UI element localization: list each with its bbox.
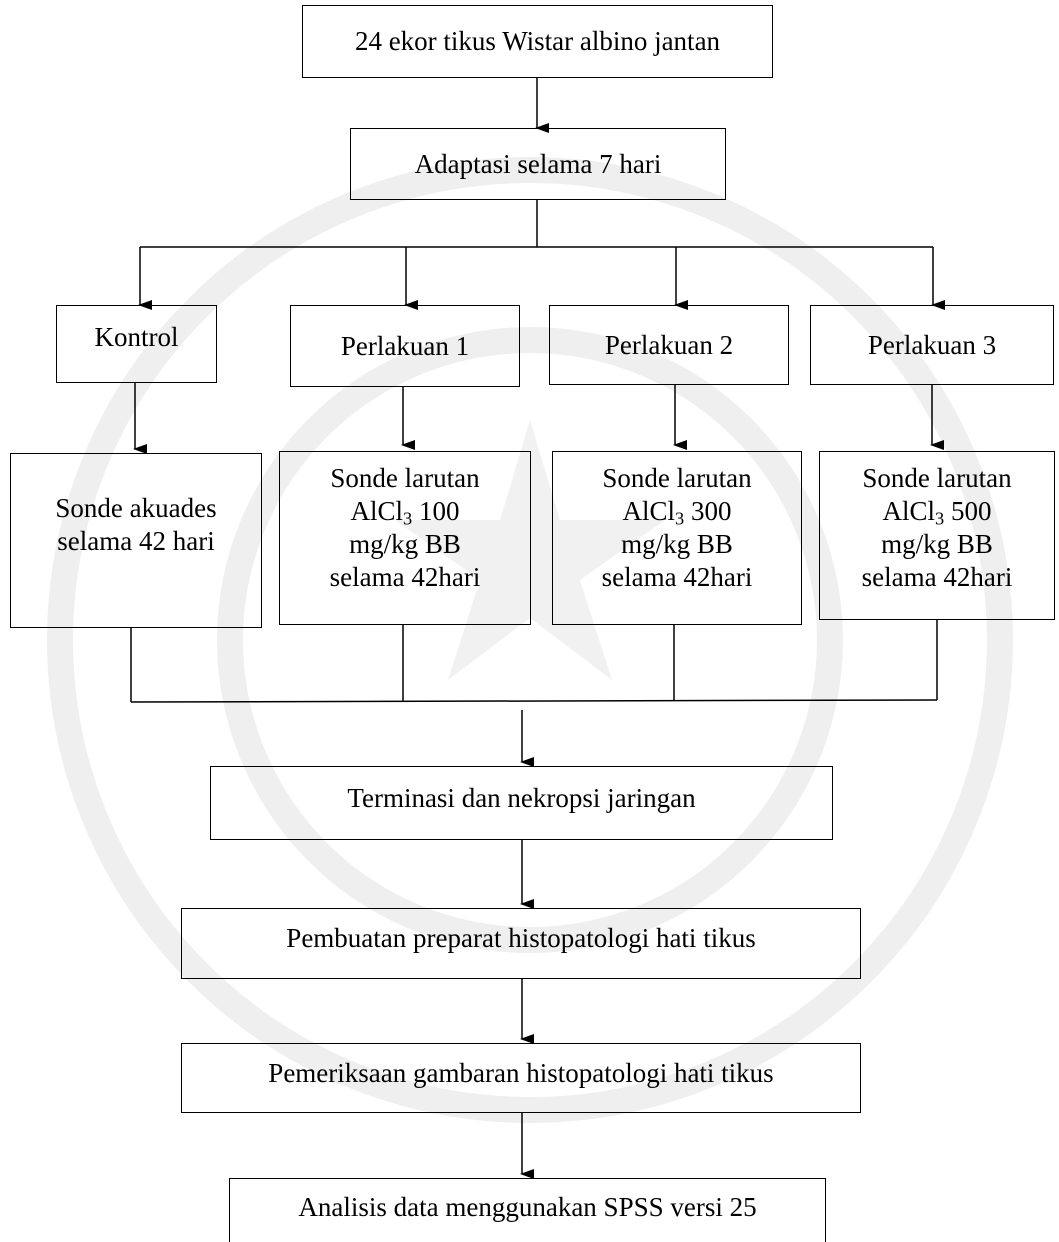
node-pemeriksaan-text: Pemeriksaan gambaran histopatologi hati …	[268, 1057, 774, 1088]
node-perlakuan1-text: Perlakuan 1	[340, 330, 470, 361]
sonde-p3-line3: mg/kg BB	[881, 529, 993, 559]
node-pembuatan: Pembuatan preparat histopatologi hati ti…	[181, 908, 861, 979]
node-analisis-text: Analisis data menggunakan SPSS versi 25	[298, 1191, 757, 1222]
node-pemeriksaan: Pemeriksaan gambaran histopatologi hati …	[181, 1043, 861, 1113]
node-perlakuan2: Perlakuan 2	[549, 305, 789, 385]
node-adaptasi-text: Adaptasi selama 7 hari	[414, 148, 662, 179]
node-sonde-p1: Sonde larutan AlCl3 100 mg/kg BB selama …	[279, 451, 531, 625]
sonde-p1-line2: AlCl3 100	[350, 496, 460, 529]
sonde-kontrol-line2: selama 42 hari	[57, 526, 215, 556]
node-pembuatan-text: Pembuatan preparat histopatologi hati ti…	[286, 923, 756, 953]
merge-horizontal	[130, 699, 938, 703]
node-analisis: Analisis data menggunakan SPSS versi 25	[229, 1178, 826, 1242]
node-perlakuan1: Perlakuan 1	[290, 305, 520, 387]
sonde-kontrol-line1: Sonde akuades	[55, 493, 217, 523]
node-kontrol-text: Kontrol	[94, 321, 179, 352]
sonde-p2-line1: Sonde larutan	[602, 463, 752, 493]
sonde-p2-line3: mg/kg BB	[621, 529, 733, 559]
node-start-text: 24 ekor tikus Wistar albino jantan	[354, 26, 721, 56]
sonde-p2-line2: AlCl3 300	[622, 496, 732, 529]
sonde-p3-line4: selama 42hari	[861, 562, 1013, 592]
sonde-p3-line1: Sonde larutan	[862, 463, 1012, 493]
node-terminasi: Terminasi dan nekropsi jaringan	[210, 766, 833, 840]
node-perlakuan2-text: Perlakuan 2	[604, 329, 734, 360]
node-terminasi-text: Terminasi dan nekropsi jaringan	[347, 782, 696, 813]
sonde-p1-line4: selama 42hari	[329, 562, 481, 592]
node-start: 24 ekor tikus Wistar albino jantan	[302, 5, 773, 78]
node-adaptasi: Adaptasi selama 7 hari	[350, 128, 726, 200]
sonde-p1-line3: mg/kg BB	[349, 529, 461, 559]
node-sonde-p2: Sonde larutan AlCl3 300 mg/kg BB selama …	[552, 451, 802, 625]
sonde-p3-line2: AlCl3 500	[882, 496, 992, 529]
node-kontrol: Kontrol	[56, 305, 217, 383]
node-perlakuan3: Perlakuan 3	[810, 305, 1054, 385]
node-sonde-p3: Sonde larutan AlCl3 500 mg/kg BB selama …	[819, 451, 1055, 620]
sonde-p2-line4: selama 42hari	[601, 562, 753, 592]
node-perlakuan3-text: Perlakuan 3	[867, 329, 997, 360]
node-sonde-kontrol: Sonde akuades selama 42 hari	[10, 453, 262, 628]
sonde-p1-line1: Sonde larutan	[330, 463, 480, 493]
